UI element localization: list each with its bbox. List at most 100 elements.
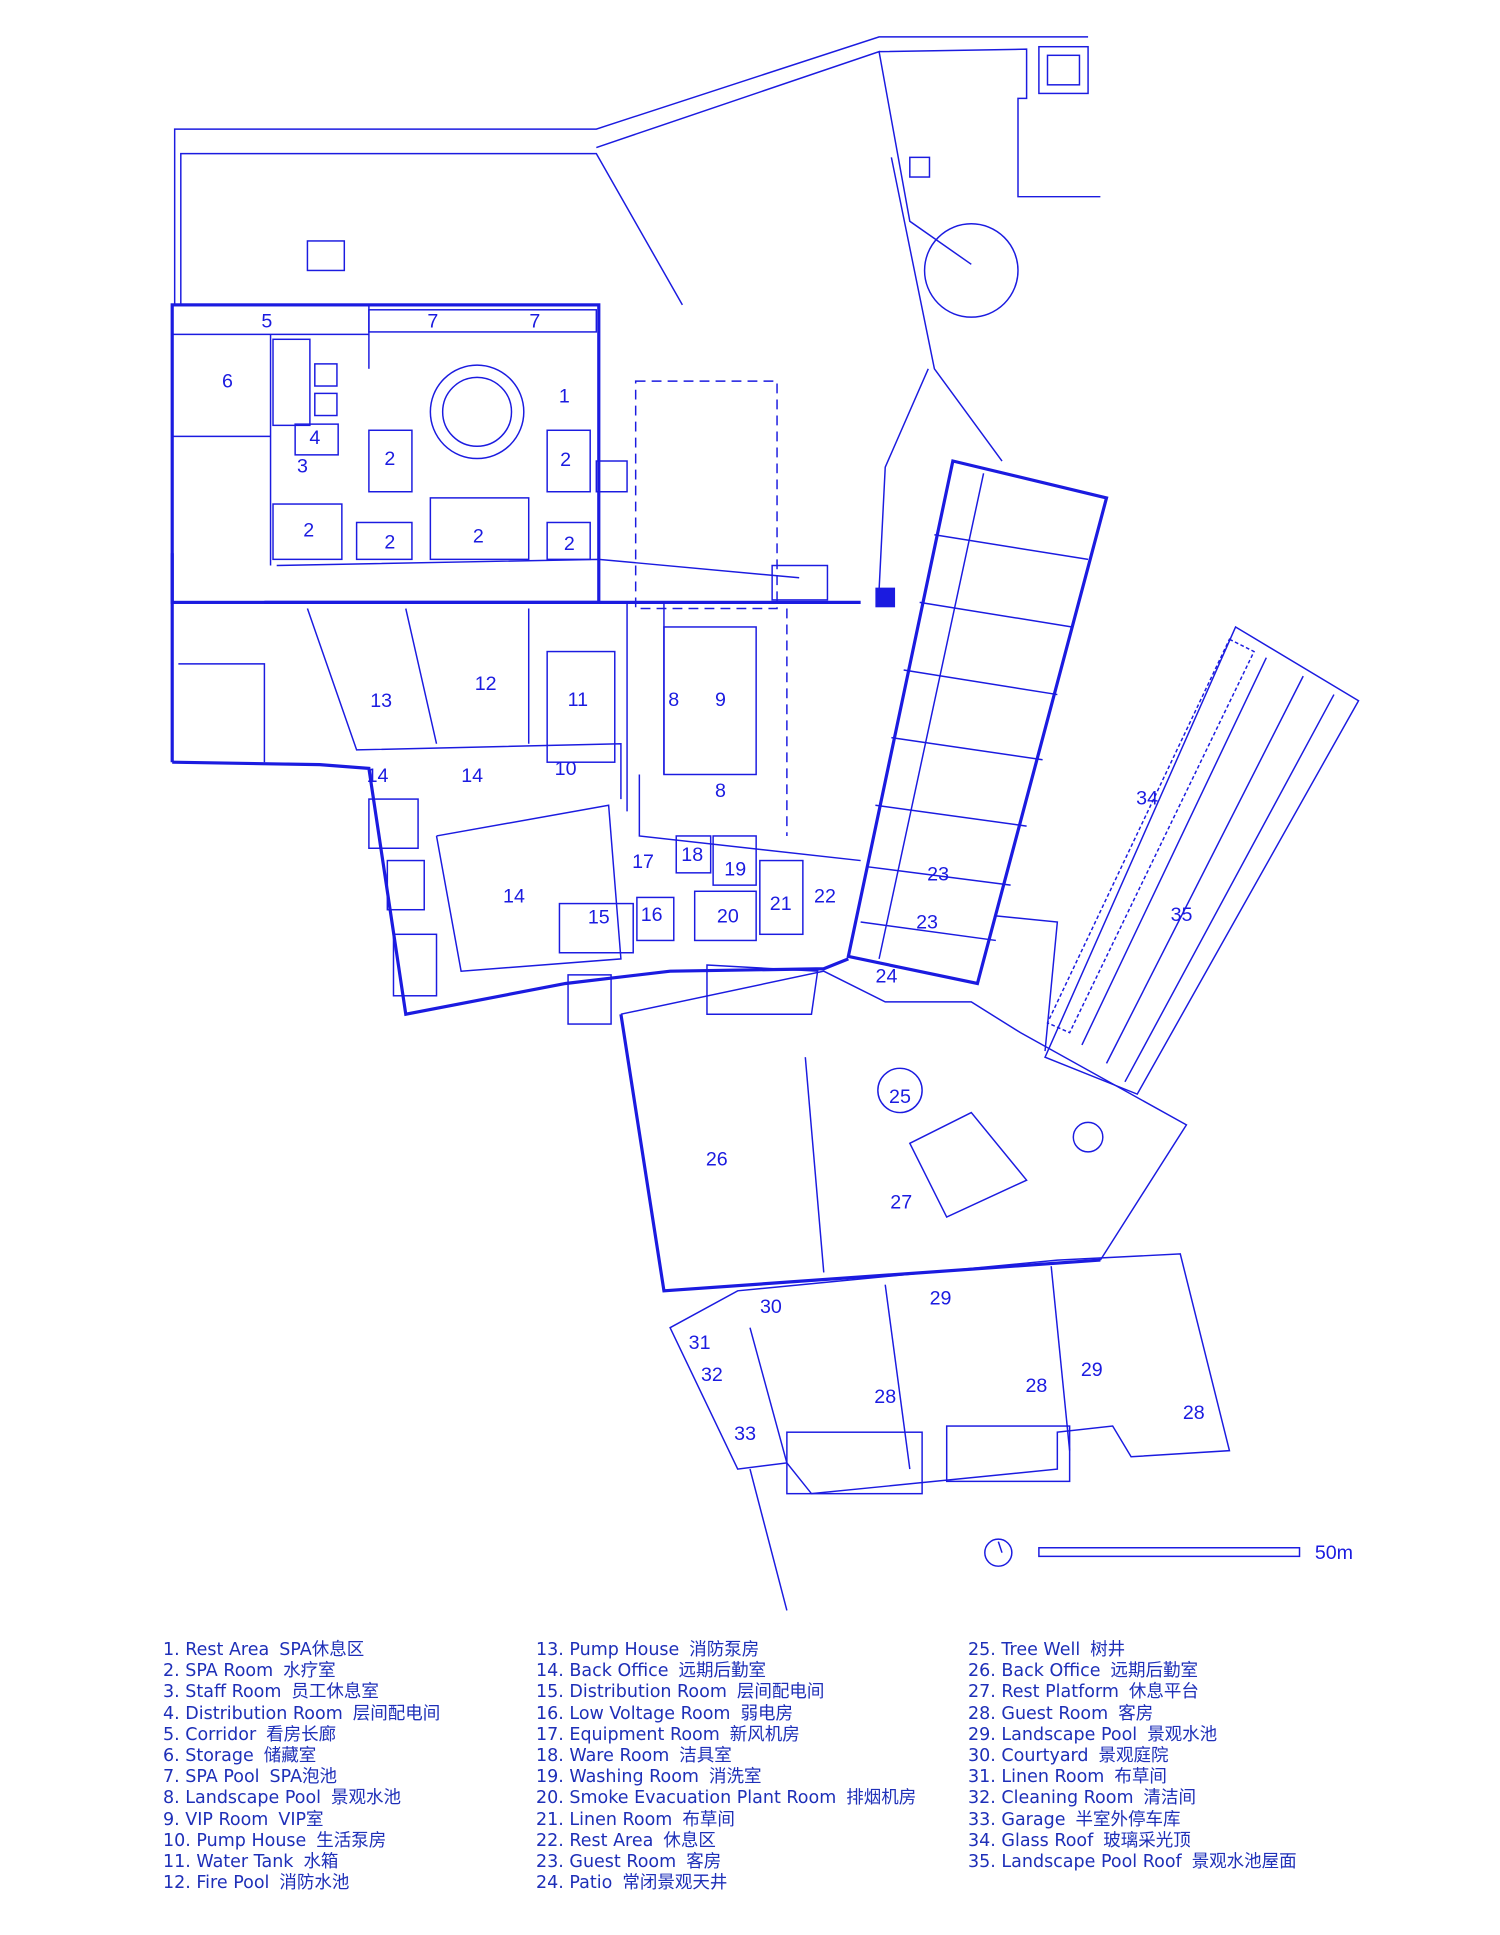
legend-item-en: 34. Glass Roof [968, 1830, 1094, 1851]
room-label-29: 29 [930, 1288, 952, 1310]
legend-item-cn: 休息平台 [1128, 1682, 1199, 1703]
service-block [172, 380, 896, 1017]
legend-item-en: 27. Rest Platform [968, 1682, 1119, 1703]
legend-item-cn: 远期后勤室 [678, 1661, 767, 1682]
lower-wedge [567, 964, 1188, 1293]
legend-item-en: 33. Garage [968, 1809, 1066, 1830]
legend-item-en: 26. Back Office [968, 1661, 1101, 1682]
legend-item-cn: 景观水池 [331, 1788, 402, 1809]
guest-wing-south [669, 1253, 1231, 1611]
legend-item-cn: 景观水池屋面 [1191, 1852, 1297, 1873]
legend-item-cn: SPA休息区 [279, 1640, 365, 1660]
legend-item-cn: 景观水池 [1147, 1724, 1218, 1745]
legend-item-cn: 客房 [686, 1852, 722, 1873]
legend-item-en: 22. Rest Area [536, 1830, 654, 1851]
legend-item-en: 29. Landscape Pool [968, 1724, 1138, 1745]
legend-item-en: 21. Linen Room [536, 1809, 673, 1830]
legend-item-cn: 远期后勤室 [1110, 1661, 1199, 1682]
room-label-27: 27 [890, 1192, 912, 1214]
room-label-13: 13 [370, 690, 392, 712]
legend-item: 29. Landscape Pool 景观水池 [968, 1725, 1297, 1746]
legend-item-en: 11. Water Tank [163, 1852, 294, 1873]
room-label-33: 33 [734, 1423, 756, 1445]
legend-item: 9. VIP Room VIP室 [163, 1810, 440, 1831]
legend-item-cn: 清洁间 [1143, 1788, 1197, 1809]
legend-item-en: 10. Pump House [163, 1830, 307, 1851]
room-label-6: 6 [222, 371, 233, 393]
legend-item: 11. Water Tank 水箱 [163, 1852, 440, 1873]
room-label-11: 11 [568, 689, 588, 711]
legend-item-en: 8. Landscape Pool [163, 1788, 322, 1809]
legend-item: 10. Pump House 生活泵房 [163, 1831, 440, 1852]
legend-item-en: 24. Patio [536, 1873, 613, 1894]
room-label-17: 17 [632, 851, 654, 873]
legend-item-cn: 水箱 [303, 1852, 339, 1873]
legend-item: 21. Linen Room 布草间 [536, 1810, 916, 1831]
legend-item-cn: 消防泵房 [689, 1640, 760, 1660]
room-label-5: 5 [261, 310, 272, 332]
legend-item-en: 5. Corridor [163, 1724, 257, 1745]
legend-item-cn: 员工休息室 [291, 1682, 379, 1703]
legend-item-en: 30. Courtyard [968, 1746, 1089, 1767]
legend-item: 8. Landscape Pool 景观水池 [163, 1788, 440, 1809]
glass-roof [995, 625, 1360, 1096]
room-label-28: 28 [1183, 1402, 1205, 1424]
room-label-2: 2 [384, 448, 395, 470]
legend-item-en: 16. Low Voltage Room [536, 1703, 731, 1724]
scale-label: 50m [1315, 1542, 1353, 1564]
legend-item-cn: 储藏室 [263, 1746, 317, 1767]
room-label-18: 18 [681, 844, 703, 866]
room-label-15: 15 [588, 907, 610, 929]
room-label-20: 20 [717, 905, 739, 927]
room-label-2: 2 [384, 532, 395, 554]
site-boundary [173, 36, 1101, 591]
legend-item-cn: 层间配电间 [736, 1682, 825, 1703]
room-label-24: 24 [876, 966, 898, 988]
room-label-26: 26 [706, 1149, 728, 1171]
legend-item-cn: 布草间 [682, 1809, 735, 1830]
room-label-34: 34 [1136, 787, 1158, 809]
legend-item: 27. Rest Platform 休息平台 [968, 1682, 1297, 1703]
legend-item-cn: 生活泵房 [316, 1830, 387, 1851]
room-label-1: 1 [559, 385, 570, 407]
legend-item-cn: VIP室 [278, 1809, 324, 1830]
legend-item-en: 32. Cleaning Room [968, 1788, 1134, 1809]
guest-wing-east [846, 459, 1109, 986]
legend-item-en: 13. Pump House [536, 1640, 680, 1660]
room-label-2: 2 [564, 533, 575, 555]
legend-item-en: 17. Equipment Room [536, 1724, 720, 1745]
room-label-8: 8 [668, 689, 679, 711]
legend-item-cn: 玻璃采光顶 [1103, 1830, 1191, 1851]
room-label-23: 23 [916, 911, 938, 933]
legend-item-cn: 水疗室 [283, 1661, 336, 1682]
room-label-29: 29 [1081, 1359, 1103, 1381]
room-label-32: 32 [701, 1364, 723, 1386]
legend-item: 32. Cleaning Room 清洁间 [968, 1788, 1297, 1809]
legend-item-en: 9. VIP Room [163, 1809, 269, 1830]
room-label-14: 14 [367, 765, 389, 787]
legend-item-cn: 消防水池 [279, 1873, 350, 1894]
legend-item-cn: 层间配电间 [352, 1703, 441, 1724]
room-label-7: 7 [427, 310, 438, 332]
room-label-30: 30 [760, 1296, 782, 1318]
legend-item-cn: 布草间 [1114, 1767, 1167, 1788]
